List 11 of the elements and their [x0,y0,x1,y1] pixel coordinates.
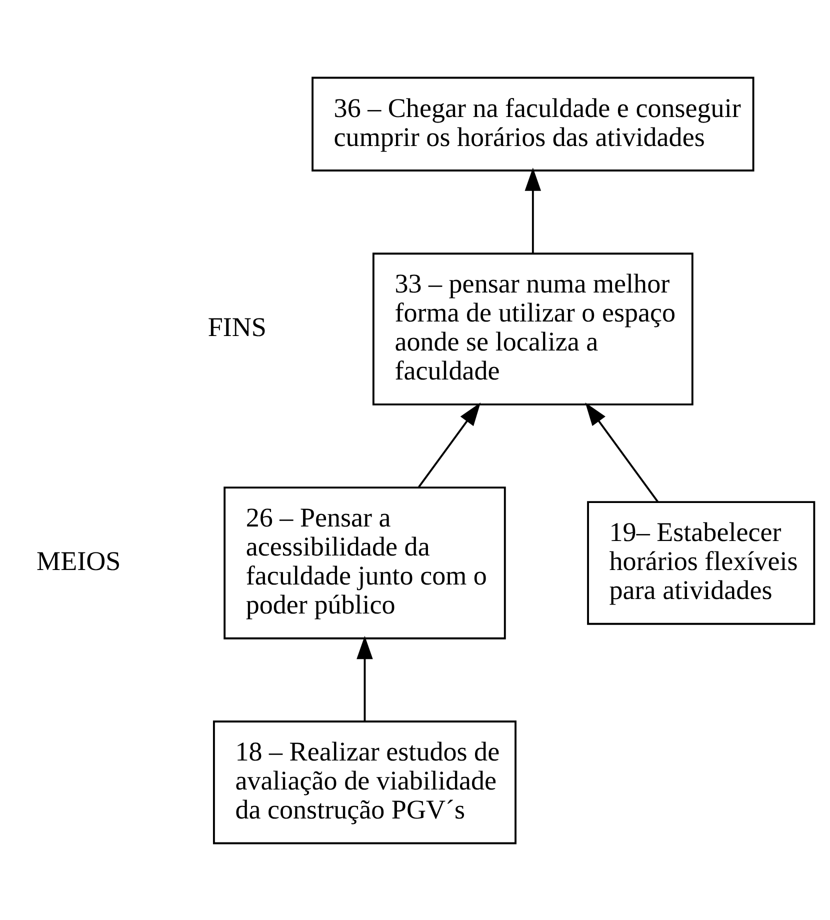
arrow [524,167,542,253]
label: FINS [208,312,266,342]
node-box: 19– Estabelecer horários flexíveis para atividades [587,500,816,624]
arrow [418,402,481,488]
label: MEIOS [36,546,121,576]
arrow [356,635,373,720]
node-box: 36 – Chegar na faculdade e conseguir cumprir os horários das atividades [312,76,754,171]
node-box: 18 – Realizar estudos de avaliação de viabilidade da construção PGV´s [212,720,516,844]
node-box: 26 – Pensar a acessibilidade da faculdade junto com o poder público [224,486,506,639]
arrow [585,402,659,502]
node-box: 33 – pensar numa melhor forma de utilizar o espaço aonde se localiza a faculdade [372,252,694,405]
